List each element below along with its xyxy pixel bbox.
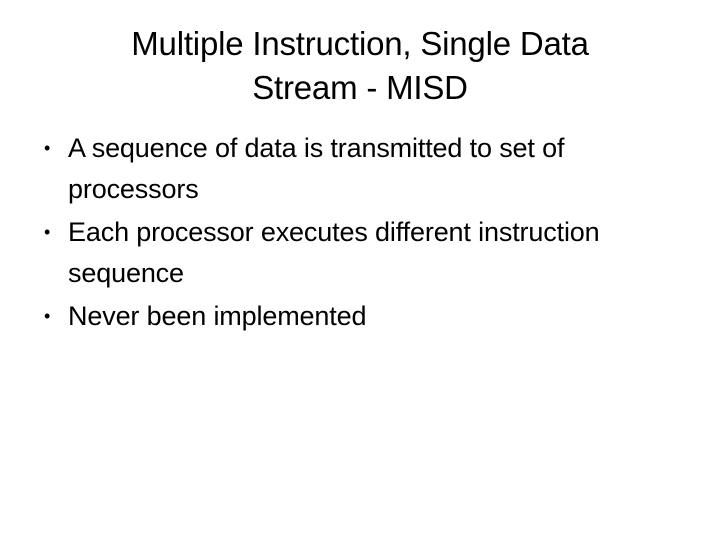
bullet-dot-icon: • [44,306,51,326]
list-item: • Never been implemented [36,296,686,337]
title-line-2: Stream - MISD [252,69,468,106]
bullet-dot-icon: • [44,222,51,242]
list-item: • A sequence of data is transmitted to s… [36,128,686,210]
slide-body-bullet-list: • A sequence of data is transmitted to s… [36,128,686,339]
slide-title: Multiple Instruction, Single Data Stream… [36,22,684,110]
list-item: • Each processor executes different inst… [36,212,686,294]
list-item-text: Each processor executes different instru… [68,217,600,288]
title-line-1: Multiple Instruction, Single Data [131,25,589,62]
list-item-text: Never been implemented [68,301,367,331]
list-item-text: A sequence of data is transmitted to set… [68,133,565,204]
bullet-dot-icon: • [44,138,51,158]
